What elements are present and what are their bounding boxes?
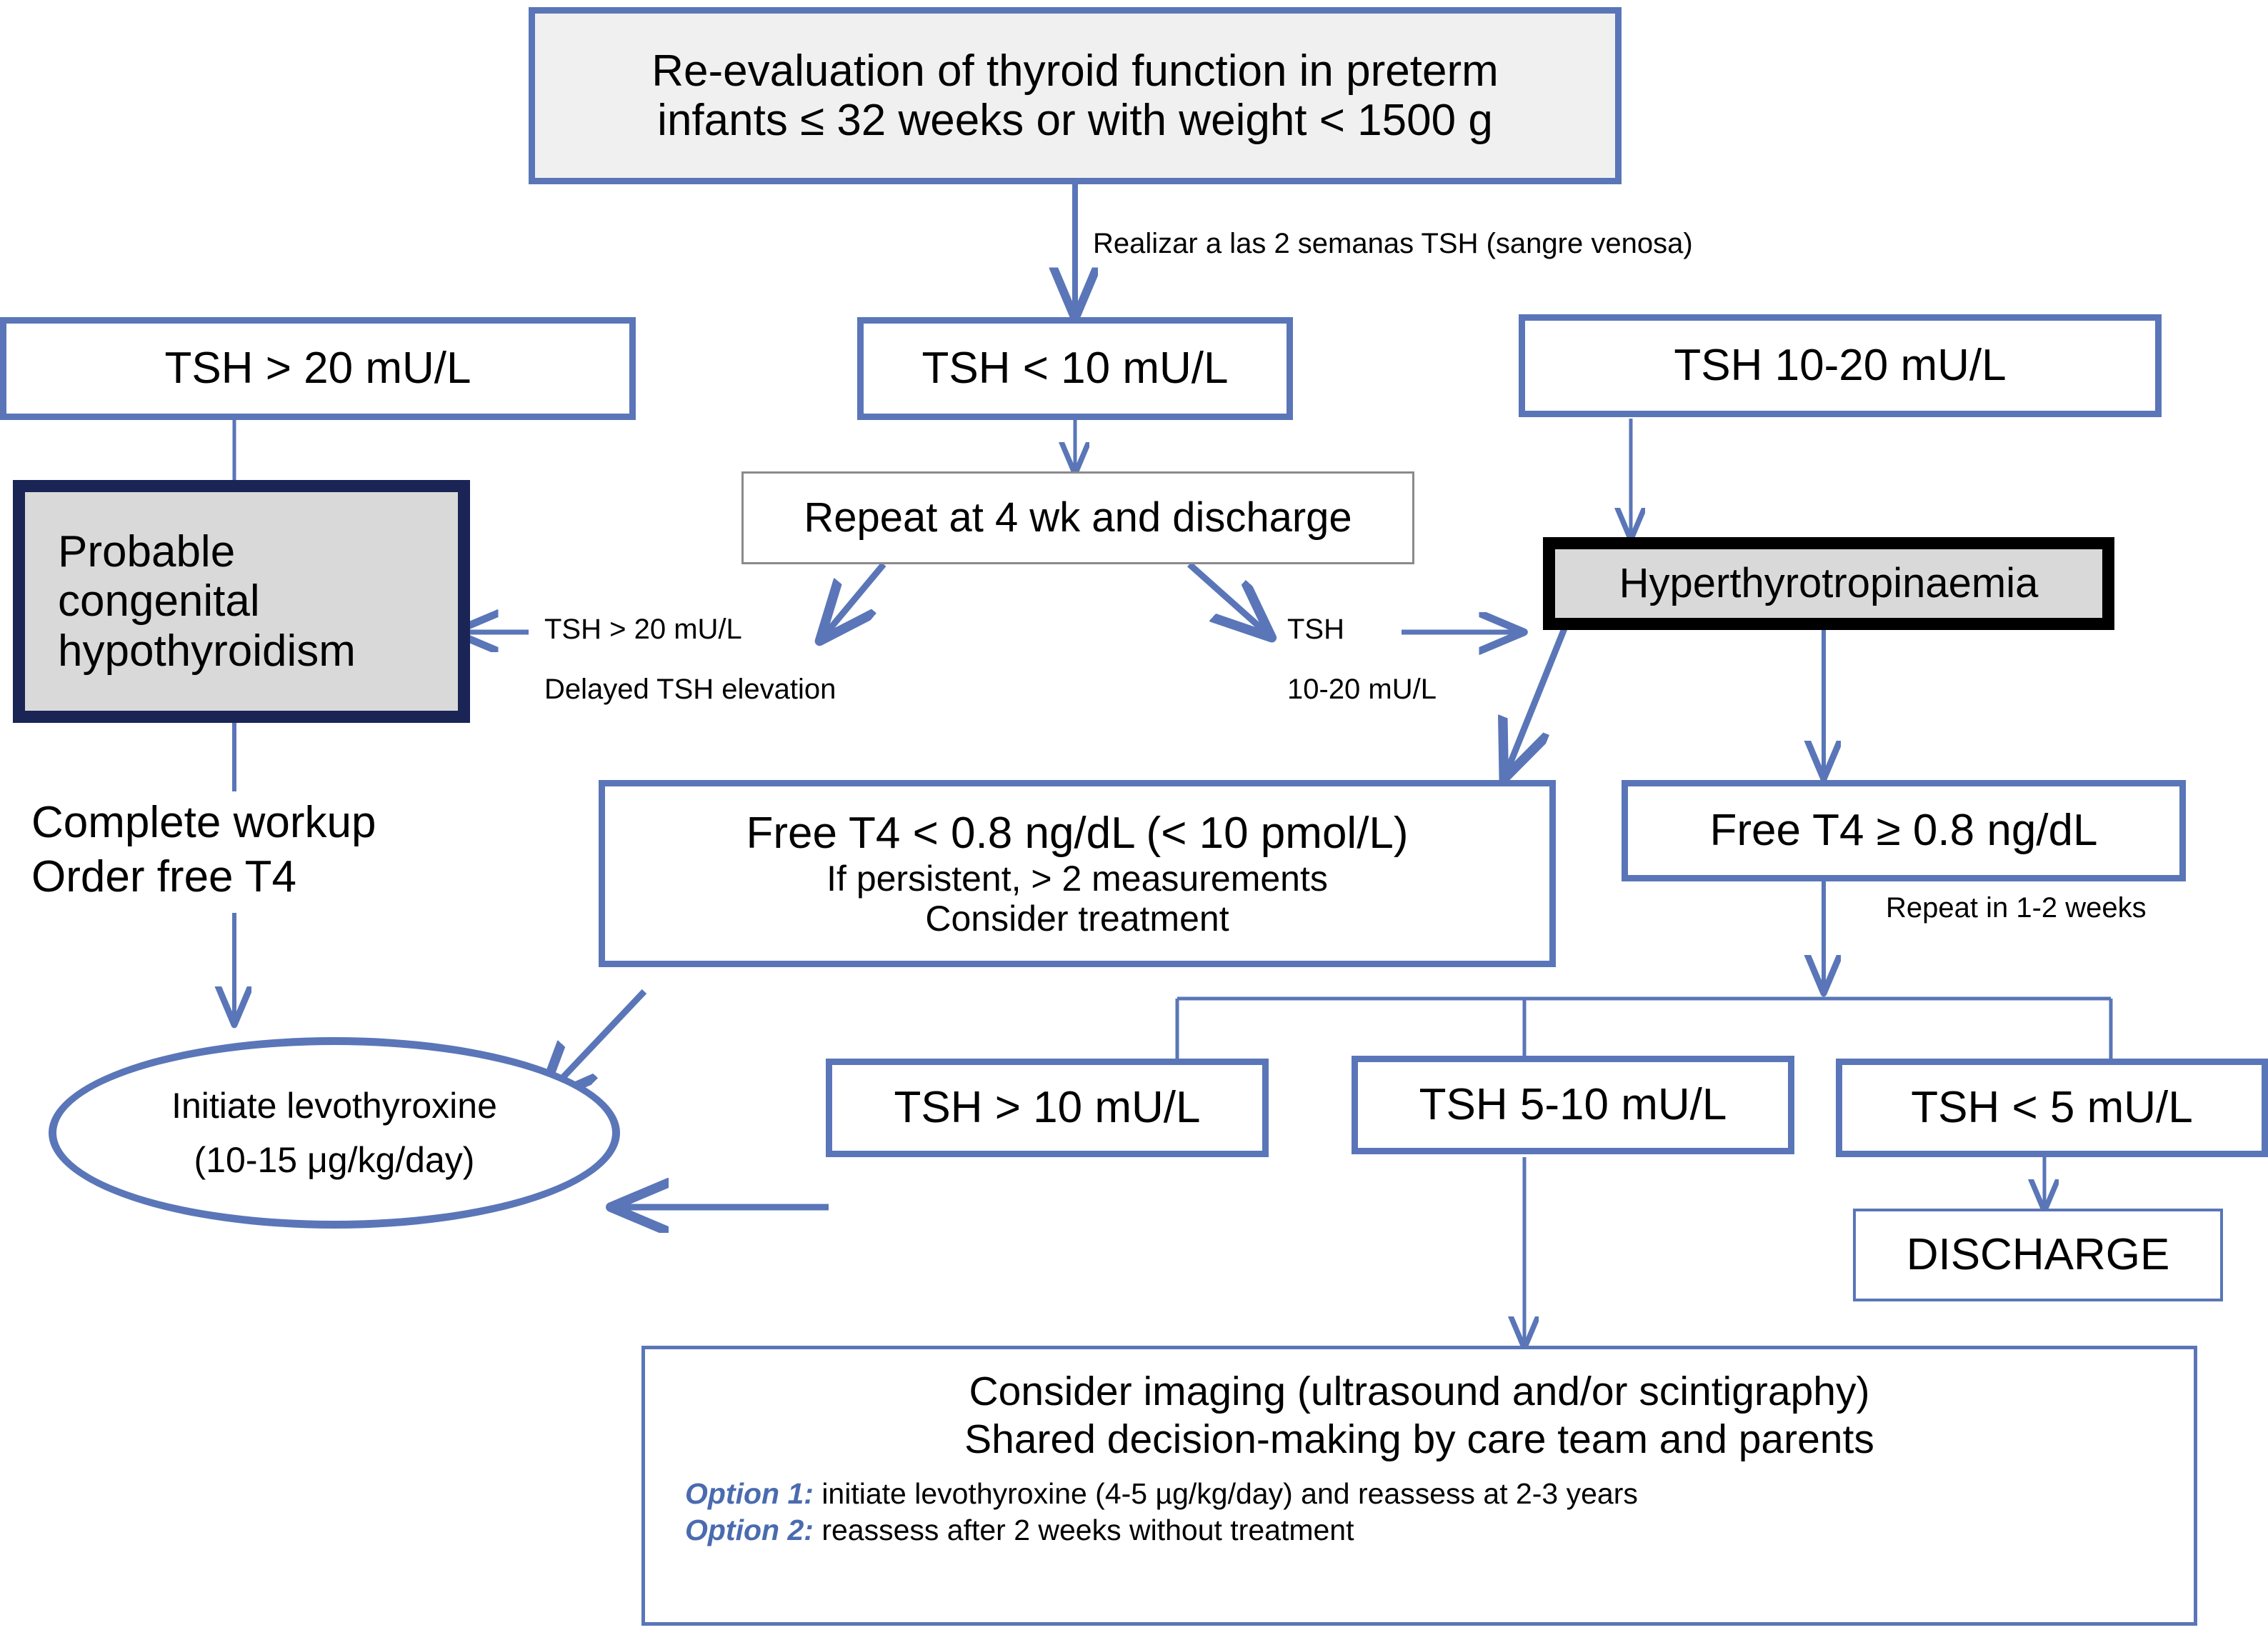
node-tsh-gt-20[interactable]: TSH > 20 mU/L xyxy=(0,317,636,420)
node-tsh-gt-10[interactable]: TSH > 10 mU/L xyxy=(826,1059,1269,1157)
tsh-5-10-label: TSH 5-10 mU/L xyxy=(1419,1080,1727,1130)
discharge-label: DISCHARGE xyxy=(1906,1230,2170,1280)
edge-label-complete-workup-line-1: Complete workup xyxy=(31,798,376,847)
node-bottom-panel[interactable]: Consider imaging (ultrasound and/or scin… xyxy=(641,1346,2197,1626)
node-tsh-lt-10[interactable]: TSH < 10 mU/L xyxy=(857,317,1293,420)
tsh-lt-5-label: TSH < 5 mU/L xyxy=(1911,1083,2193,1133)
option-2-tag: Option 2: xyxy=(685,1513,814,1546)
free-t4-low-line-3: Consider treatment xyxy=(925,898,1229,939)
node-initiate-levothyroxine[interactable]: Initiate levothyroxine (10-15 μg/kg/day) xyxy=(49,1037,620,1229)
option-2-text: reassess after 2 weeks without treatment xyxy=(813,1513,1354,1546)
edge-label-two-weeks-tsh: Realizar a las 2 semanas TSH (sangre ven… xyxy=(1093,228,1693,259)
node-tsh-5-10[interactable]: TSH 5-10 mU/L xyxy=(1352,1056,1794,1154)
edge-label-mid-tsh-range: 10-20 mU/L xyxy=(1287,674,1437,705)
node-hyperthyrotropinaemia[interactable]: Hyperthyrotropinaemia xyxy=(1543,537,2114,630)
edge-hyper-to-ft4low xyxy=(1506,627,1568,774)
bottom-panel-option-1: Option 1: initiate levothyroxine (4-5 µg… xyxy=(645,1476,2194,1512)
tsh-10-20-label: TSH 10-20 mU/L xyxy=(1674,341,2007,391)
free-t4-low-line-1: Free T4 < 0.8 ng/dL (< 10 pmol/L) xyxy=(746,809,1409,859)
repeat-4wk-label: Repeat at 4 wk and discharge xyxy=(804,494,1352,541)
edge-repeat-to-delayed xyxy=(823,562,886,637)
node-probable-congenital-hypothyroidism[interactable]: Probable congenital hypothyroidism xyxy=(13,480,470,723)
bottom-panel-line-1: Consider imaging (ultrasound and/or scin… xyxy=(969,1369,1870,1414)
free-t4-ok-label: Free T4 ≥ 0.8 ng/dL xyxy=(1709,806,2098,856)
tsh-gt-20-label: TSH > 20 mU/L xyxy=(164,344,471,394)
edge-label-delayed-tsh-note: Delayed TSH elevation xyxy=(544,674,836,705)
edge-label-repeat-1-2-weeks: Repeat in 1-2 weeks xyxy=(1886,892,2147,924)
probable-ch-line-3: hypothyroidism xyxy=(58,626,356,676)
probable-ch-line-1: Probable xyxy=(58,526,236,576)
option-1-tag: Option 1: xyxy=(685,1476,814,1510)
edge-repeat-to-mid xyxy=(1187,561,1268,634)
node-discharge[interactable]: DISCHARGE xyxy=(1853,1209,2223,1301)
node-root[interactable]: Re-evaluation of thyroid function in pre… xyxy=(529,7,1622,184)
tsh-lt-10-label: TSH < 10 mU/L xyxy=(921,344,1229,394)
levothyroxine-line-1: Initiate levothyroxine xyxy=(171,1086,497,1126)
edge-label-mid-tsh-value: TSH xyxy=(1287,614,1344,645)
option-1-text: initiate levothyroxine (4-5 µg/kg/day) a… xyxy=(813,1476,1638,1510)
node-free-t4-ok[interactable]: Free T4 ≥ 0.8 ng/dL xyxy=(1622,780,2186,881)
probable-ch-line-2: congenital xyxy=(58,576,260,626)
node-free-t4-low[interactable]: Free T4 < 0.8 ng/dL (< 10 pmol/L) If per… xyxy=(599,780,1556,967)
free-t4-low-line-2: If persistent, > 2 measurements xyxy=(826,858,1328,899)
node-tsh-lt-5[interactable]: TSH < 5 mU/L xyxy=(1836,1059,2268,1157)
root-line-2: infants ≤ 32 weeks or with weight < 1500… xyxy=(657,96,1493,145)
bottom-panel-option-2: Option 2: reassess after 2 weeks without… xyxy=(645,1512,2194,1549)
edge-label-complete-workup-line-2: Order free T4 xyxy=(31,852,297,901)
node-repeat-4wk-discharge[interactable]: Repeat at 4 wk and discharge xyxy=(741,471,1414,564)
levothyroxine-line-2: (10-15 μg/kg/day) xyxy=(194,1140,475,1180)
bottom-panel-line-2: Shared decision-making by care team and … xyxy=(964,1416,1874,1463)
root-line-1: Re-evaluation of thyroid function in pre… xyxy=(651,46,1499,96)
edge-label-delayed-tsh-value: TSH > 20 mU/L xyxy=(544,614,742,645)
node-tsh-10-20[interactable]: TSH 10-20 mU/L xyxy=(1519,314,2162,417)
hyperthyrotropinaemia-label: Hyperthyrotropinaemia xyxy=(1619,559,2039,606)
tsh-gt-10-label: TSH > 10 mU/L xyxy=(894,1083,1201,1133)
